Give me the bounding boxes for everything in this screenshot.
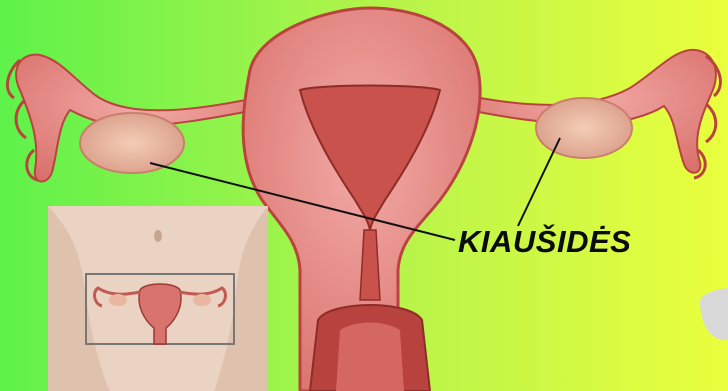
- left-ovary: [80, 113, 184, 173]
- right-ovary: [536, 98, 632, 158]
- inset-body-figure: [48, 206, 268, 391]
- ovaries-label: KIAUŠIDĖS: [458, 224, 631, 260]
